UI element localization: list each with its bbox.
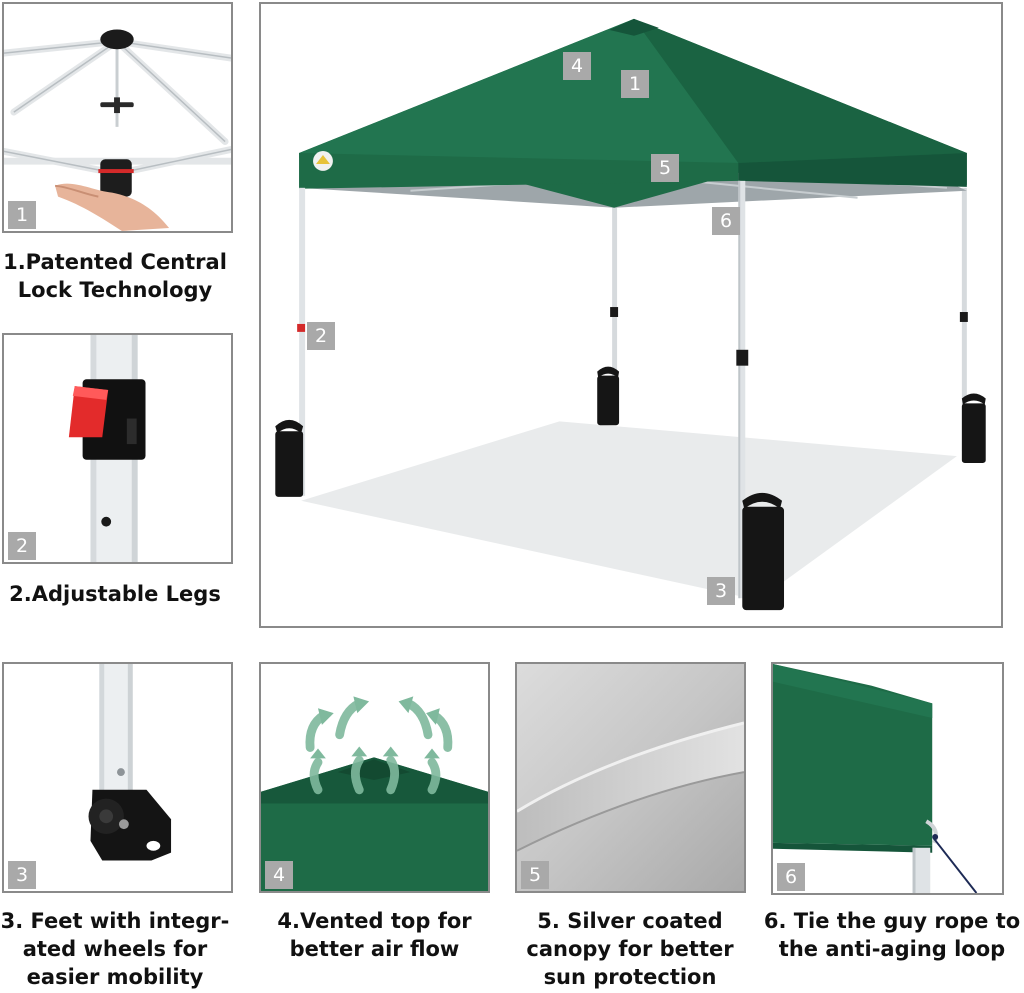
- feature-caption-1: 1.Patented Central Lock Technology: [3, 250, 227, 302]
- main-badge-1: 1: [621, 70, 649, 98]
- feature-badge-2: 2: [8, 532, 36, 560]
- feature-caption-5: 5. Silver coated canopy for better sun p…: [526, 909, 734, 989]
- feature-panel-silver-coating: 5: [515, 662, 746, 893]
- feature-badge-4: 4: [265, 861, 293, 889]
- main-badge-6: 6: [712, 207, 740, 235]
- main-badge-2: 2: [307, 322, 335, 350]
- guy-rope-loop-icon: [773, 664, 978, 893]
- feature-panel-vented-top: 4: [259, 662, 490, 893]
- feature-caption-4: 4.Vented top for better air flow: [277, 909, 472, 961]
- wheeled-foot-icon: [88, 664, 172, 861]
- main-badge-3: 3: [707, 577, 735, 605]
- feature-badge-1: 1: [8, 201, 36, 229]
- silver-fabric-icon: [517, 664, 744, 891]
- main-badge-5: 5: [651, 154, 679, 182]
- airflow-arrows-icon: [261, 696, 488, 891]
- central-lock-hub-icon: [4, 29, 231, 231]
- feature-caption-6: 6. Tie the guy rope to the anti-aging lo…: [763, 909, 1021, 961]
- feature-badge-6: 6: [777, 863, 805, 891]
- feature-panel-guy-rope: 6: [771, 662, 1004, 895]
- feature-badge-5: 5: [521, 861, 549, 889]
- red-leg-lock-button-icon: [68, 335, 146, 562]
- feature-panel-wheeled-feet: 3: [2, 662, 233, 893]
- feature-panel-central-lock: 1: [2, 2, 233, 233]
- feature-caption-2: 2.Adjustable Legs: [9, 582, 221, 606]
- main-canopy-panel: 4 1 5 6 2 3: [259, 2, 1003, 628]
- feature-panel-adjustable-legs: 2: [2, 333, 233, 564]
- main-badge-4: 4: [563, 52, 591, 80]
- feature-badge-3: 3: [8, 861, 36, 889]
- pop-up-canopy-tent-icon: [275, 18, 986, 611]
- feature-caption-3: 3. Feet with integr- ated wheels for eas…: [0, 909, 230, 989]
